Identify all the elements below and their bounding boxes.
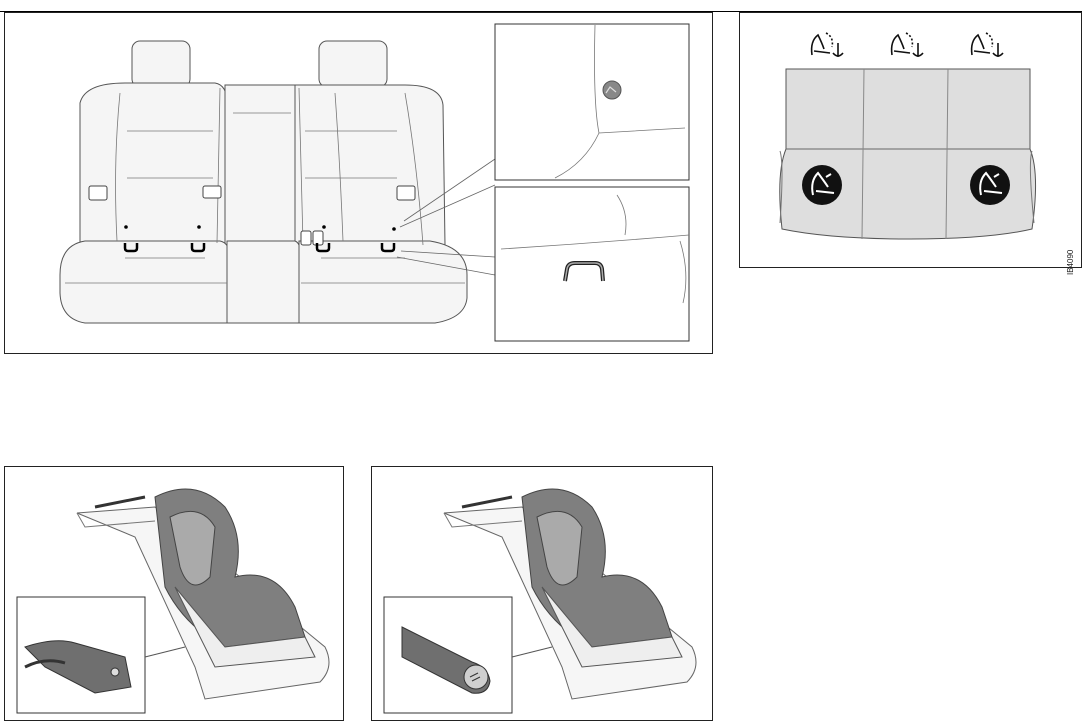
cushion-left (60, 241, 230, 323)
seat-map-illustration (740, 13, 1081, 267)
cushion-middle (227, 241, 301, 323)
backrest-left (80, 83, 227, 245)
inset-tether-anchor (495, 24, 689, 180)
rear-seat-illustration (5, 13, 712, 353)
child-seat-anchor-icon (812, 33, 843, 57)
isofix-child-seat-icon (970, 165, 1010, 205)
child-seat-install-figure-1 (4, 466, 344, 721)
child-seat-anchor-icon (892, 33, 923, 57)
child-seat-anchor-icon (972, 33, 1003, 57)
child-seat-install-figure-2 (371, 466, 713, 721)
headrest-right (319, 41, 387, 87)
headrest-left (132, 41, 190, 87)
figure-code: IB4090 (1066, 250, 1075, 275)
rear-seat-figure (4, 12, 713, 354)
backrest-middle (225, 85, 295, 245)
tether-anchor-icon (603, 81, 621, 99)
backrest-right (295, 85, 445, 245)
isofix-child-seat-icon (802, 165, 842, 205)
seat-position-map: IB4090 (739, 12, 1082, 268)
